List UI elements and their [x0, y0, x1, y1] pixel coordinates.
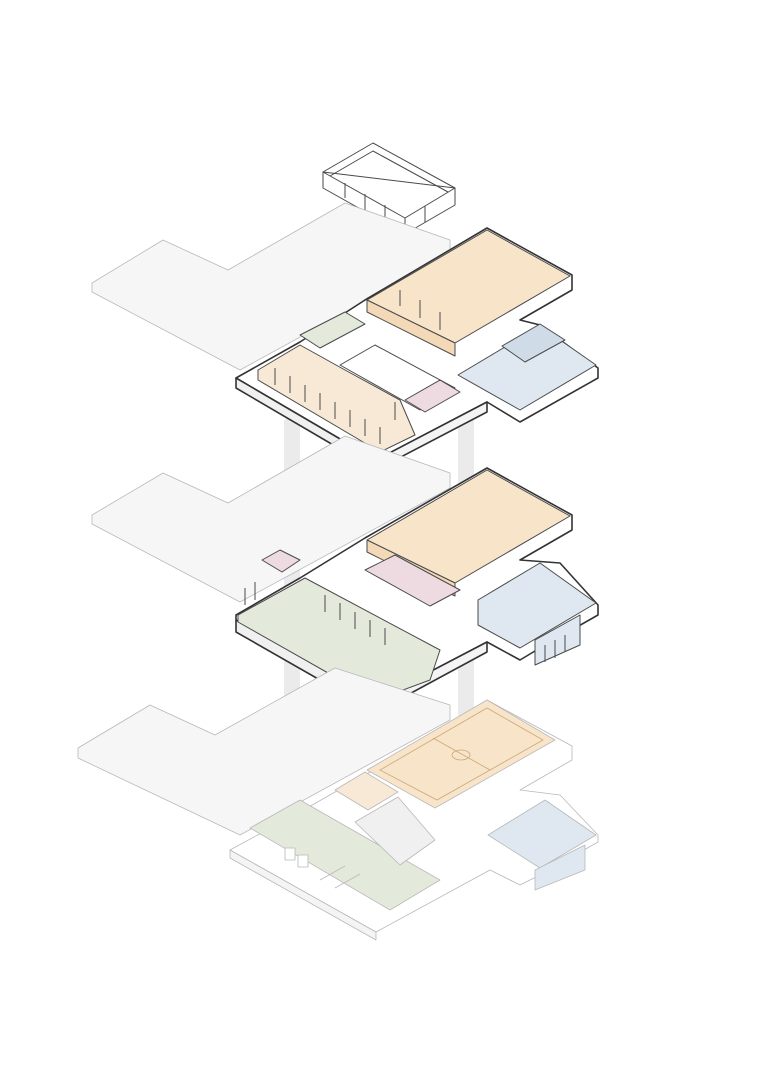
ghost-slab: [77, 667, 451, 836]
floor-top: [91, 202, 599, 471]
ghost-slab: [91, 202, 451, 371]
pool-zone: [487, 799, 597, 869]
rooms-zone: [257, 344, 416, 453]
green-zone: [249, 799, 441, 911]
ghost-slab: [91, 435, 451, 603]
floor-bottom: [77, 667, 599, 941]
green-zone: [237, 577, 441, 701]
floor-middle: [91, 435, 599, 713]
pool-zone: [477, 562, 597, 649]
